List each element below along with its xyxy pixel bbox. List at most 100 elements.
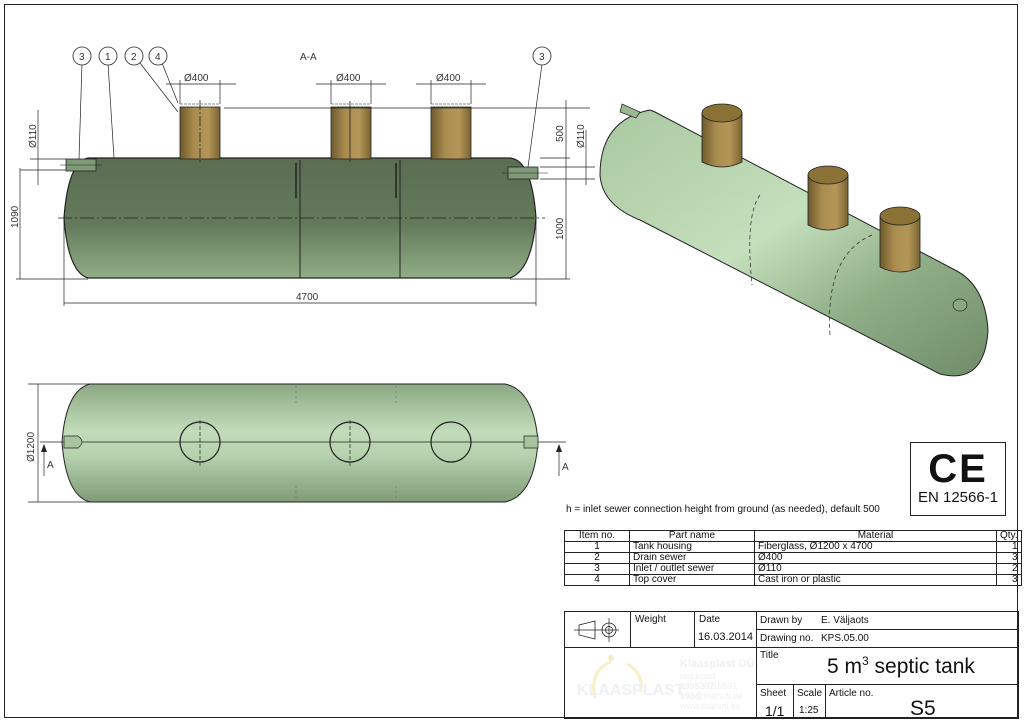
ce-mark: CE bbox=[928, 447, 988, 491]
drawing-no-value: KPS.05.00 bbox=[821, 633, 869, 644]
cell-material: Cast iron or plastic bbox=[754, 574, 997, 586]
riser-3 bbox=[430, 106, 472, 160]
dim-drain-3: Ø400 bbox=[436, 73, 461, 84]
title-block: Weight Date 16.03.2014 Drawn by E. Välja… bbox=[564, 611, 1019, 720]
projection-symbol-icon bbox=[574, 618, 619, 642]
header-part: Part name bbox=[629, 530, 755, 542]
cell-item: 4 bbox=[564, 574, 630, 586]
cell-material: Ø110 bbox=[754, 563, 997, 575]
balloon-2 bbox=[124, 46, 144, 66]
weight-cell: Weight bbox=[630, 612, 694, 647]
title-superscript: 3 bbox=[862, 654, 869, 668]
sheet-value: 1/1 bbox=[765, 703, 785, 719]
weight-label: Weight bbox=[635, 614, 666, 625]
tank-iso-body bbox=[599, 109, 989, 377]
balloon-text-4: 4 bbox=[155, 52, 161, 63]
dim-riser-height: 500 bbox=[555, 125, 566, 142]
company-logo-cell: KLAASPLAST Klaasplast OÜ reg.kood: 11862… bbox=[565, 647, 756, 719]
section-label: A-A bbox=[300, 52, 317, 63]
bill-of-materials: Item no. Part name Material Qty. 1 Tank … bbox=[564, 530, 1022, 586]
cell-item: 3 bbox=[564, 563, 630, 575]
projection-symbol-cell bbox=[565, 612, 630, 647]
ce-standard: EN 12566-1 bbox=[917, 489, 999, 506]
article-value: S5 bbox=[910, 697, 936, 720]
dim-tank-length: 4700 bbox=[296, 292, 319, 303]
manhole-3 bbox=[430, 421, 472, 463]
iso-view bbox=[599, 103, 989, 377]
riser-iso-1 bbox=[701, 112, 743, 168]
company-logo-icon bbox=[592, 655, 643, 699]
header-qty: Qty. bbox=[996, 530, 1022, 542]
company-reg: reg.kood: 11862070 bbox=[680, 671, 720, 691]
drawing-no-cell: Drawing no. KPS.05.00 bbox=[756, 629, 1019, 647]
cell-part: Tank housing bbox=[629, 541, 755, 553]
dim-outlet-diameter: Ø110 bbox=[576, 124, 587, 148]
table-row: 1 Tank housing Fiberglass, Ø1200 x 4700 … bbox=[564, 541, 1022, 553]
drawn-by-cell: Drawn by E. Väljaots bbox=[756, 612, 1019, 629]
cell-qty: 2 bbox=[996, 563, 1022, 575]
date-value: 16.03.2014 bbox=[697, 631, 753, 643]
header-item: Item no. bbox=[564, 530, 630, 542]
company-name: Klaasplast OÜ bbox=[680, 658, 755, 670]
dim-outlet-height: 1000 bbox=[555, 217, 566, 240]
balloon-text-1: 1 bbox=[105, 52, 111, 63]
dim-tank-diameter: Ø1200 bbox=[26, 432, 37, 462]
dim-drain-1: Ø400 bbox=[184, 73, 209, 84]
article-label: Article no. bbox=[829, 688, 874, 699]
drawn-by-label: Drawn by bbox=[760, 615, 803, 626]
section-arrow-left: A bbox=[47, 460, 54, 471]
cell-item: 2 bbox=[564, 552, 630, 564]
riser-iso-3 bbox=[879, 215, 921, 273]
drawing-no-label: Drawing no. bbox=[760, 633, 814, 644]
drawing-frame bbox=[4, 4, 1018, 718]
tank-top-body bbox=[61, 383, 539, 503]
article-cell: Article no. S5 bbox=[825, 684, 1019, 720]
cell-qty: 1 bbox=[996, 541, 1022, 553]
balloon-3-right bbox=[532, 46, 552, 66]
scale-value: 1:25 bbox=[799, 705, 819, 716]
riser-2 bbox=[330, 106, 372, 160]
riser-iso-2 bbox=[807, 174, 849, 231]
company-email: info@mahuti.ee bbox=[680, 691, 744, 701]
scale-cell: Scale 1:25 bbox=[793, 684, 825, 719]
balloon-3-left bbox=[72, 46, 92, 66]
scale-label: Scale bbox=[797, 688, 823, 699]
side-view bbox=[16, 46, 595, 306]
dim-drain-2: Ø400 bbox=[336, 73, 361, 84]
top-view bbox=[28, 383, 566, 503]
table-row: 2 Drain sewer Ø400 3 bbox=[564, 552, 1022, 564]
company-tel: tel: +372 5691 1914 bbox=[680, 681, 738, 701]
table-row: 4 Top cover Cast iron or plastic 3 bbox=[564, 574, 1022, 586]
inlet-height-note: h = inlet sewer connection height from g… bbox=[566, 504, 880, 515]
balloon-4 bbox=[148, 46, 168, 66]
sheet-label: Sheet bbox=[760, 688, 787, 699]
dim-inlet-diameter: Ø110 bbox=[28, 124, 39, 148]
title-rest: septic tank bbox=[868, 655, 975, 678]
table-row: 3 Inlet / outlet sewer Ø110 2 bbox=[564, 563, 1022, 575]
dim-inlet-height: 1090 bbox=[10, 205, 21, 228]
drawn-by-value: E. Väljaots bbox=[821, 615, 869, 626]
cell-qty: 3 bbox=[996, 574, 1022, 586]
cell-item: 1 bbox=[564, 541, 630, 553]
balloon-text-3-left: 3 bbox=[79, 52, 85, 63]
date-label: Date bbox=[699, 614, 721, 625]
header-material: Material bbox=[754, 530, 997, 542]
cell-material: Fiberglass, Ø1200 x 4700 bbox=[754, 541, 997, 553]
title-label: Title bbox=[760, 650, 779, 661]
title-main: 5 m bbox=[827, 655, 863, 678]
dimension-labels: A-A 3 1 2 4 3 Ø400 Ø400 Ø400 Ø110 1090 Ø… bbox=[10, 52, 587, 473]
ce-mark-box: CE EN 12566-1 bbox=[910, 442, 1006, 516]
company-web: www.mahuti.ee bbox=[680, 701, 742, 711]
section-arrow-right: A bbox=[562, 462, 569, 473]
balloon-1 bbox=[98, 46, 118, 66]
cell-part: Inlet / outlet sewer bbox=[629, 563, 755, 575]
title-cell: Title 5 m3 septic tank bbox=[756, 647, 1019, 684]
company-logo-text: KLAASPLAST bbox=[577, 682, 685, 699]
date-cell: Date 16.03.2014 bbox=[694, 612, 756, 647]
sheet-cell: Sheet 1/1 bbox=[756, 684, 793, 719]
cell-part: Drain sewer bbox=[629, 552, 755, 564]
drawing-title: 5 m3 septic tank bbox=[827, 654, 975, 679]
balloon-text-2: 2 bbox=[131, 52, 137, 63]
balloon-text-3-right: 3 bbox=[539, 52, 545, 63]
